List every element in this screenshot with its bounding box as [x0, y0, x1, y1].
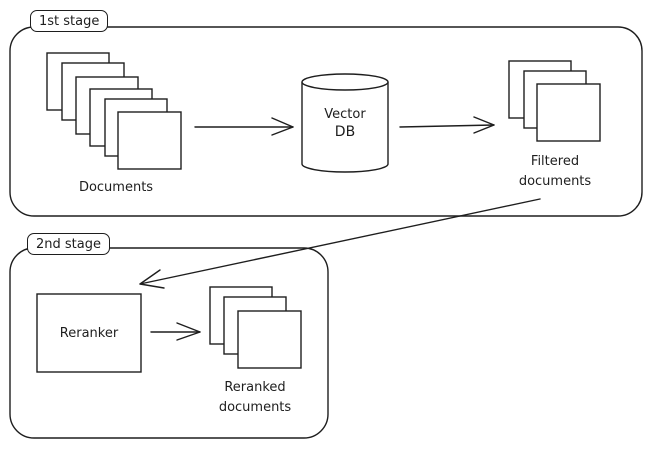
stage1-tag: 1st stage	[30, 10, 109, 32]
arrow-documents-to-db	[194, 117, 294, 136]
stage1-container	[9, 26, 643, 217]
vector-db-label-line1: Vector	[324, 107, 366, 122]
arrow-db-to-filtered	[399, 116, 495, 134]
vector-db-cylinder	[301, 73, 389, 173]
documents-label: Documents	[78, 180, 154, 195]
reranked-documents-stack	[209, 286, 302, 369]
document-page	[536, 83, 601, 142]
stage2-container	[9, 247, 329, 439]
filtered-documents-stack	[508, 60, 601, 142]
documents-stack	[46, 52, 182, 170]
reranked-label-line2: documents	[218, 400, 292, 415]
stage2-tag: 2nd stage	[27, 233, 110, 255]
reranker-label: Reranker	[59, 326, 119, 341]
reranker-box	[36, 293, 142, 373]
arrow-filtered-to-reranker	[139, 198, 541, 289]
filtered-label-line1: Filtered	[530, 154, 580, 169]
arrow-reranker-to-reranked	[150, 322, 201, 341]
filtered-label-line2: documents	[518, 174, 592, 189]
document-page	[117, 111, 182, 170]
vector-db-label-line2: DB	[334, 124, 356, 140]
reranked-label-line1: Reranked	[224, 380, 286, 395]
document-page	[237, 310, 302, 369]
